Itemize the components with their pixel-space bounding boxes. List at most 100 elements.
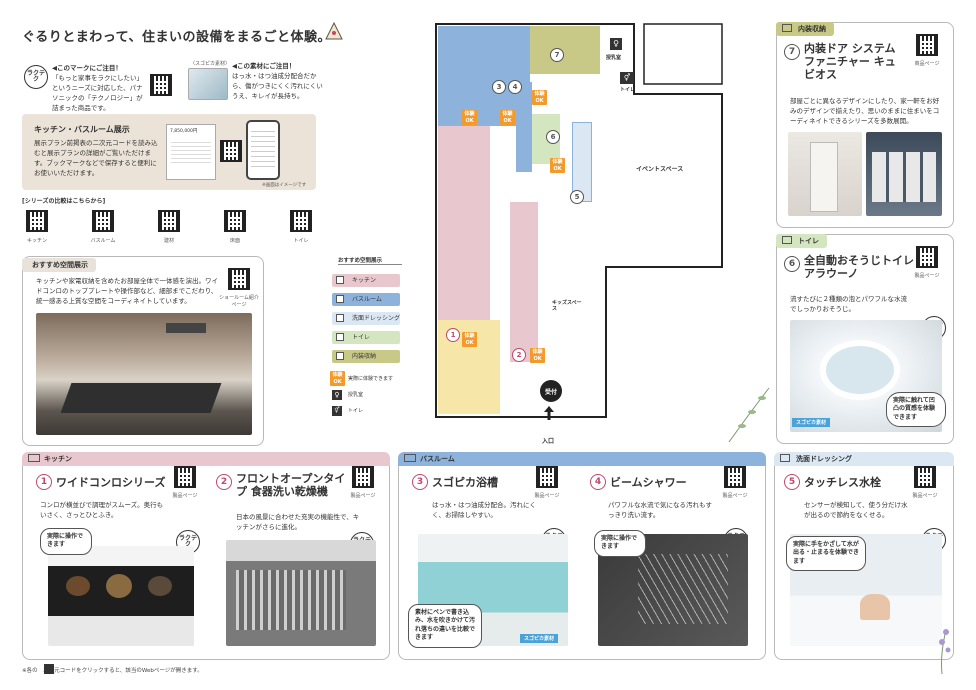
area-kitchen-2 [510, 202, 538, 362]
showroom-panel-title: キッチン・バスルーム展示 [34, 125, 130, 134]
bath-4-text: パワフルな水流で気になる汚れもすっきり洗い流す。 [608, 501, 712, 520]
interior-title: 内装ドア システムファニチャー キュビオス [804, 42, 896, 82]
series-qr-kitchen[interactable] [26, 210, 48, 232]
kitchen-2-dishwasher-photo [226, 540, 376, 646]
floor-marker-3: 3 [492, 80, 506, 94]
kitchen-tab-icon [28, 454, 40, 462]
experience-badge: 体験OK [530, 348, 545, 363]
area-kitchen-main [438, 126, 490, 322]
headline: ぐるりとまわって、住まいの設備をまるごと体験。 [22, 30, 331, 45]
bath-3-number: 3 [412, 474, 428, 490]
floor-label-entrance: 入口 [542, 438, 555, 445]
legend-nursing-label: 授乳室 [348, 392, 364, 398]
area-bath [438, 26, 530, 126]
series-label-bath: バスルーム [90, 238, 116, 244]
material-note-title: ◀この素材にご注目！ [232, 62, 296, 70]
mark-note-text: 「もっと家事をラクにしたい」というニーズに対応した、パナソニックの「テクノロジー… [52, 74, 143, 113]
kitchen-1-qr-code[interactable] [174, 466, 196, 488]
recommend-kitchen-photo [36, 313, 252, 435]
series-qr-materials[interactable] [158, 210, 180, 232]
bath-3-qr-code[interactable] [536, 466, 558, 488]
series-heading: [シリーズの比較はこちらから] [22, 198, 106, 205]
mark-qr-code[interactable] [150, 74, 172, 96]
recommend-tab: おすすめ空間展示 [22, 258, 96, 272]
kitchen-2-qr-label: 製品ページ [350, 493, 376, 499]
legend-icon-kitchen [336, 276, 344, 284]
bath-4-qr-code[interactable] [724, 466, 746, 488]
legend-icon-interior [336, 352, 344, 360]
mark-note-title: ◀このマークにご注目！ [52, 64, 122, 72]
kitchen-1-text: コンロが横並びで調理がスムーズ。奥行もいさく、さっとひとふき。 [40, 501, 164, 520]
series-qr-toilet[interactable] [290, 210, 312, 232]
toilet-tab-icon [782, 236, 792, 244]
toilet-bubble: 実際に触れて凹凸の質感を体験できます [886, 392, 946, 428]
kitchen-tab: キッチン [22, 452, 390, 466]
series-label-toilet: トイレ [293, 238, 309, 244]
recommend-text: キッチンや家電収納を含めたお部屋全体で一体感を演出。ワイドコンロのトッププレート… [36, 277, 218, 306]
legend-toilet-icon: ⚥ [332, 406, 342, 416]
toilet-qr-code[interactable] [916, 246, 938, 268]
kitchen-2-text: 日本の風景に合わせた充実の機能性で、キッチンがさらに進化。 [236, 513, 360, 532]
floor-marker-2: 2 [512, 348, 526, 362]
floor-label-kids: キッズスペース [552, 300, 582, 312]
recommend-qr-code[interactable] [228, 268, 250, 290]
legend-icon-toilet [336, 333, 344, 341]
bath-4-shower-photo [598, 534, 748, 646]
series-label-floor: 床面 [229, 238, 240, 244]
toilet-tab: トイレ [776, 234, 827, 248]
dressing-5-qr-code[interactable] [914, 466, 936, 488]
flower-decoration-icon [922, 624, 962, 675]
bath-3-title: スゴピカ浴槽 [432, 476, 498, 489]
floor-marker-4: 4 [508, 80, 522, 94]
kitchen-2-title: フロントオープンタイプ 食器洗い乾燥機 [236, 472, 346, 499]
dressing-5-title: タッチレス水栓 [804, 476, 881, 489]
bath-tab-icon [404, 454, 416, 462]
interior-qr-code[interactable] [916, 34, 938, 56]
legend-item-interior: 内装収納 [332, 350, 400, 363]
dressing-5-bubble: 実際に手をかざして水が出る・止まるを体験できます [786, 536, 866, 572]
kitchen-2-qr-code[interactable] [352, 466, 374, 488]
kitchen-1-number: 1 [36, 474, 52, 490]
floor-label-nursing: 授乳室 [606, 55, 622, 61]
series-label-kitchen: キッチン [26, 238, 47, 244]
dressing-5-text: センサーが検知して、使う分だけ水が出るので節約をなくせる。 [804, 501, 908, 520]
nursing-icon: ♀ [610, 38, 622, 50]
legend-experience-label: 実際に体験できます [348, 376, 394, 382]
floor-marker-7: 7 [550, 48, 564, 62]
legend-icon-bath [336, 295, 344, 303]
bath-3-bubble: 素材にペンで書き込み、水を吹きかけて汚れ落ちの違いを比較できます [408, 604, 482, 648]
raku-tech-badge: ラクテク [24, 65, 48, 89]
reception-marker: 受付 [540, 380, 562, 402]
interior-door-photo [788, 132, 862, 216]
toilet-number: 6 [784, 256, 800, 272]
toilet-text: 流すたびに２種類の泡とパワフルな水流でしっかりおそうじ。 [790, 295, 907, 314]
legend-item-dressing: 洗面ドレッシング [332, 312, 400, 325]
dressing-tab: 洗面ドレッシング [774, 452, 954, 466]
series-qr-floor[interactable] [224, 210, 246, 232]
phone-image [246, 120, 280, 180]
interior-tab-icon [782, 24, 792, 32]
bath-4-title: ビームシャワー [610, 476, 687, 489]
bath-4-qr-label: 製品ページ [722, 493, 748, 499]
bath-3-text: はっ水・はつ油成分配合。汚れにくく、お掃除しやすい。 [432, 501, 536, 520]
floor-marker-1: 1 [446, 328, 460, 342]
plan-sheet-image: 7,850,000円 [166, 124, 216, 180]
area-bath-2 [516, 82, 532, 172]
recommend-qr-label: ショールーム紹介ページ [219, 295, 259, 308]
legend-icon-dressing [336, 314, 344, 322]
floor-marker-5: 5 [570, 190, 584, 204]
series-qr-bath[interactable] [92, 210, 114, 232]
showroom-qr-code[interactable] [220, 140, 242, 162]
legend-nursing-icon: ♀ [332, 390, 342, 400]
interior-text: 部屋ごとに異なるデザインにしたり、家一軒をお好みのデザインで揃えたり、思いのまま… [790, 97, 940, 126]
leaf-decoration-icon [724, 384, 774, 444]
bath-3-sugopika-label: スゴピカ素材 [520, 634, 559, 643]
bath-3-qr-label: 製品ページ [534, 493, 560, 499]
headline-pin-icon [325, 21, 343, 40]
floor-plan: イベントスペース 授乳室 ♀ ⚥ トイレ キッズスペース 受付 入口 7 3 4… [434, 22, 724, 445]
entrance-arrow-icon [544, 406, 554, 420]
legend-item-toilet: トイレ [332, 331, 400, 344]
bath-4-bubble: 実際に操作できます [594, 530, 646, 557]
material-note-text: はっ水・はつ油成分配合だから、傷がつきにくく汚れにくいうえ、キレイが長持ち。 [232, 72, 323, 101]
bath-tab: バスルーム [398, 452, 766, 466]
